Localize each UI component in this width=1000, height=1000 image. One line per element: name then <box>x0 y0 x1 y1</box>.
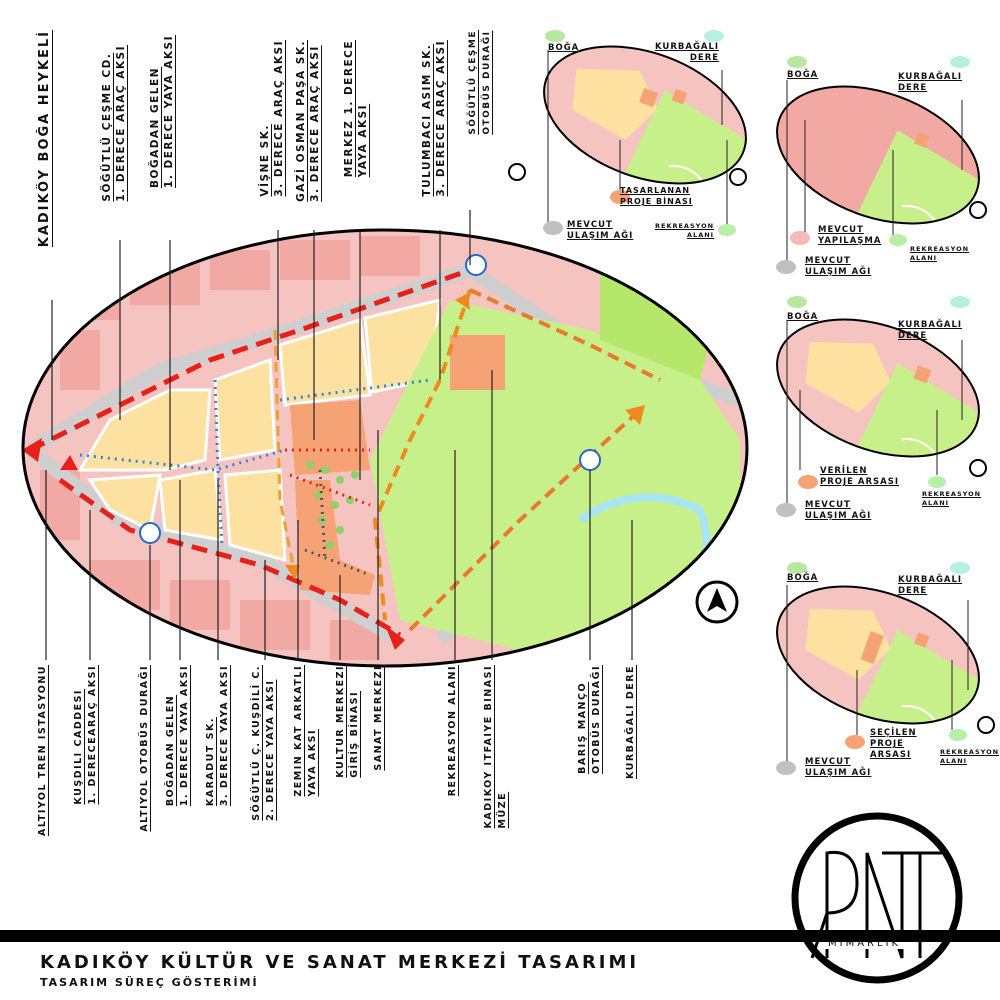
label-kurbagali-dere: KURBAĞALI DERE <box>625 665 636 780</box>
mini2-boga: BOĞA <box>787 70 819 80</box>
leader-lines <box>45 210 633 660</box>
mini3-boga: BOĞA <box>787 312 819 322</box>
logo-text: MİMARLIK <box>825 938 905 949</box>
label-tulumbaci: TULUMBACI ASIM SK. 3. DERECE ARAÇ AKSI <box>421 40 447 197</box>
label-karadut: KARADUT SK. 3. DERECE YAYA AKSI <box>205 665 230 807</box>
label-rekreasyon: REKREASYON ALANI <box>447 665 458 797</box>
label-itfaiye: KADIKÖY İTFAİYE BİNASI MÜZE <box>483 665 508 829</box>
mini4-boga: BOĞA <box>787 573 819 583</box>
label-sanat-merkezi: SANAT MERKEZİ <box>373 665 384 771</box>
bus-stop-baris-manco <box>579 449 601 471</box>
courtyard-trees <box>306 461 359 549</box>
label-kusdili: KUŞDİLİ CADDESİ 1. DERECEARAÇ AKSI <box>73 665 98 805</box>
orange-vehicle-axis-east <box>408 288 661 632</box>
mini1-boga: BOĞA <box>548 43 580 53</box>
bus-stop-sogutlu <box>465 254 487 276</box>
red-pedestrian-axis <box>285 448 371 507</box>
label-gazi-osman-pasa: GAZİ OSMAN PAŞA SK. 3. DERECE ARAÇ AKSI <box>295 40 321 202</box>
red-vehicle-axis-north <box>28 267 471 453</box>
label-sogutlu-durak: SÖĞÜTLÜ ÇEŞME OTOBÜS DURAĞI <box>468 30 492 135</box>
axis-arrows <box>22 438 405 650</box>
orange-vehicle-axis <box>372 289 472 621</box>
label-sogutlu-kusdili: SÖĞÜTLÜ Ç. KUŞDİLİ C. 2. DERECE YAYA AKS… <box>251 665 276 821</box>
red-vehicle-axis-south <box>58 477 402 638</box>
label-kadikoy-boga: KADIKÖY BOĞA HEYKELİ <box>37 30 52 248</box>
bus-stop-altiyol <box>139 522 161 544</box>
label-visne-sk: VİŞNE SK. 3. DERECE ARAÇ AKSI <box>259 40 285 197</box>
label-zemin-kat: ZEMİN KAT ARKATLI YAYA AKSI <box>293 665 318 797</box>
art-center <box>295 480 375 595</box>
orange-axis-west <box>273 329 297 576</box>
label-sogutlu-cesme: SÖĞÜTLÜ ÇEŞME CD. 1. DERECE ARAÇ AKSI <box>101 45 127 202</box>
yellow-blocks <box>77 298 442 562</box>
rnt-logo <box>791 812 963 984</box>
dark-arcade-axis <box>304 469 371 577</box>
culture-center <box>290 400 370 475</box>
page-subtitle: TASARIM SÜREÇ GÖSTERİMİ <box>40 976 259 989</box>
label-altiyol-otobus: ALTIYOL OTOBÜS DURAĞI <box>139 665 150 832</box>
label-merkez-yaya: MERKEZ 1. DERECE YAYA AKSI <box>343 40 369 178</box>
label-bogadan-gelen-bottom: BOĞADAN GELEN 1. DERECE YAYA AKSI <box>165 665 190 807</box>
label-baris-manco: BARIŞ MANÇO OTOBÜS DURAĞI <box>577 665 602 774</box>
page-title: KADIKÖY KÜLTÜR VE SANAT MERKEZİ TASARIMI <box>40 952 640 973</box>
label-bogadan-gelen-top: BOĞADAN GELEN 1. DERECE YAYA AKSI <box>149 35 175 188</box>
label-kultur-merkezi: KÜLTÜR MERKEZİ GİRİŞ BİNASI <box>335 665 360 778</box>
label-altiyol-tren: ALTIYOL TREN İSTASYONU <box>37 665 48 836</box>
footer-bar <box>0 930 1000 942</box>
blue-pedestrian-axis <box>79 378 431 546</box>
project-building <box>450 335 505 390</box>
north-arrow-icon <box>695 580 739 624</box>
map-frame <box>21 228 749 668</box>
